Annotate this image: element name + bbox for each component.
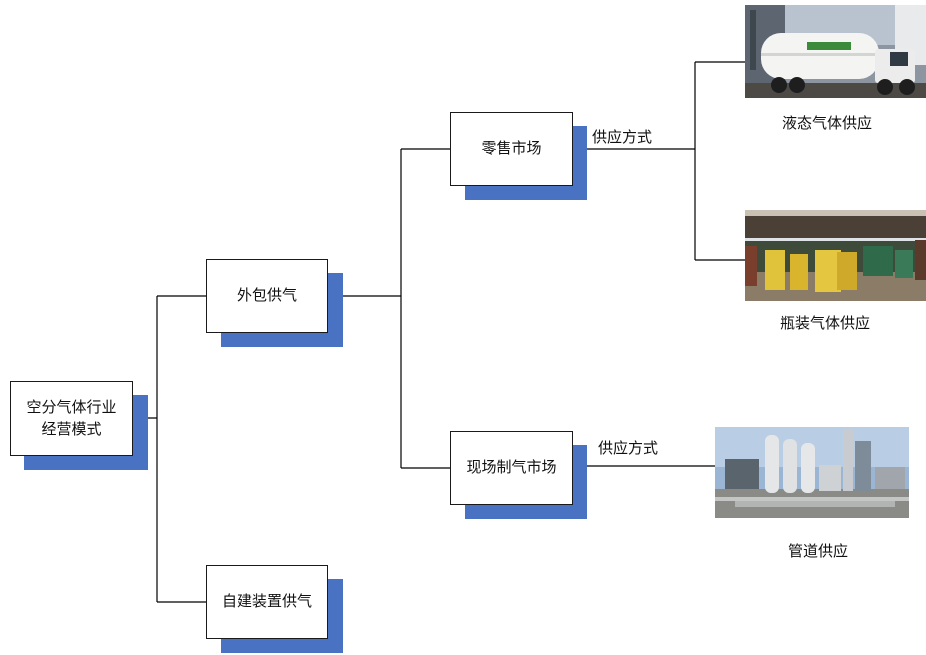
onsite-market-label: 现场制气市场 — [466, 458, 557, 477]
liquid-gas-tanker-truck-photo — [745, 5, 926, 98]
liquid-gas-supply-label: 液态气体供应 — [782, 114, 873, 132]
bottled-gas-supply-label: 瓶装气体供应 — [780, 314, 871, 332]
outsourced-supply-box: 外包供气 — [206, 259, 328, 333]
self-built-supply-box: 自建装置供气 — [206, 565, 328, 639]
retail-market-label: 零售市场 — [481, 139, 542, 158]
onsite-supply-mode-label: 供应方式 — [598, 439, 659, 457]
root-label-line2: 经营模式 — [41, 419, 102, 438]
outsourced-supply-label: 外包供气 — [236, 286, 297, 305]
root-box: 空分气体行业 经营模式 — [10, 381, 133, 456]
retail-supply-mode-label: 供应方式 — [592, 128, 653, 146]
gas-cylinder-rack-photo — [745, 210, 926, 301]
root-label-line1: 空分气体行业 — [26, 397, 117, 416]
air-separation-plant-photo — [715, 427, 909, 518]
onsite-market-box: 现场制气市场 — [450, 431, 573, 505]
pipeline-supply-label: 管道供应 — [788, 542, 849, 560]
retail-market-box: 零售市场 — [450, 112, 573, 186]
self-built-supply-label: 自建装置供气 — [221, 592, 312, 611]
